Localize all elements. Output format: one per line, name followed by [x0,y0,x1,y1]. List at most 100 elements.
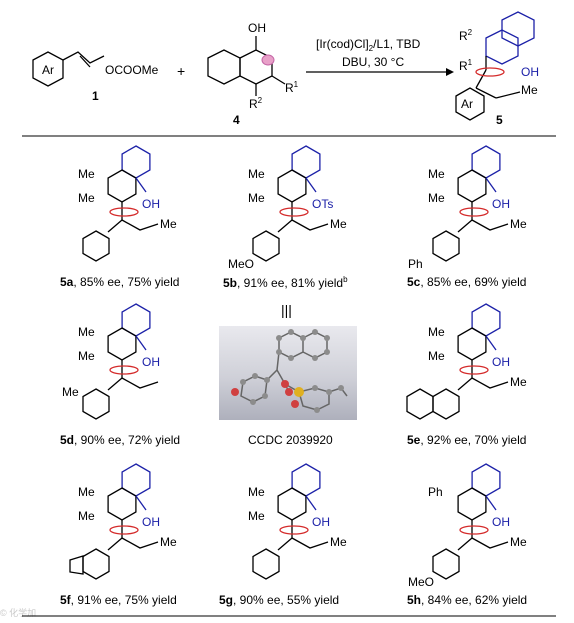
reagent-4-r2: R2 [249,96,263,111]
compound-label-5d: 5d, 90% ee, 72% yield [60,433,181,447]
ring [432,548,460,580]
aryl-bond [107,377,123,391]
hydroxyl-label: OH [312,515,330,529]
hydroxyl-label: OH [492,197,510,211]
vinyl-bond [471,377,509,389]
reaction-arrowhead [446,68,454,76]
vinyl-bond [471,219,509,231]
reagent-4-oh: OH [248,21,266,35]
aryl-bond [277,219,293,233]
reaction-scheme: Ar OCOOMe 1 + OH R1 R2 4 [Ir(cod)Cl]2/L1… [22,11,556,137]
ring [82,388,110,420]
vinyl-bond [121,537,159,549]
aryl-bond [457,377,473,391]
bond [305,495,317,511]
substituent-top: Me [428,325,445,339]
hydroxyl-label: OH [142,515,160,529]
axis-rotation-arrow [279,207,309,217]
bond [135,177,147,193]
product-oh: OH [521,65,539,79]
substituent-top: Me [78,167,95,181]
compound-label-5h: 5h, 84% ee, 62% yield [407,593,528,607]
compound-label-5c: 5c, 85% ee, 69% yield [407,275,527,289]
substituent-top: Me [248,167,265,181]
xray-equivalence-mark: ||| [281,302,292,318]
vinyl-methyl: Me [160,217,177,231]
aryl-bond [107,219,123,233]
xray-crystal-image [219,326,357,420]
substituent-top: Me [78,325,95,339]
reagent-1-ar: Ar [42,63,54,77]
bond [305,177,317,193]
reagent-1-group: OCOOMe [105,63,159,77]
compound-label-5g: 5g, 90% ee, 55% yield [219,593,340,607]
product-ar: Ar [461,97,473,111]
product-5-structure [485,11,535,65]
aryl-bond [457,537,473,551]
bond [135,495,147,511]
substituent-top: Me [248,485,265,499]
compound-label-5b: 5b, 91% ee, 81% yieldb [223,275,348,290]
substituent-bottom: Me [428,191,445,205]
reagent-1-structure [32,51,105,87]
vinyl-bond [121,377,159,389]
product-axis-arrow [475,67,505,77]
substituent-top: Me [428,167,445,181]
compound-label-5f: 5f, 91% ee, 75% yield [60,593,177,607]
aryl-substituent: Ph [408,257,423,271]
aryl-substituent: MeO [228,257,254,271]
hydroxyl-label: OH [492,515,510,529]
ring [252,230,280,262]
vinyl-bond [291,537,329,549]
reagent-4-r1: R1 [285,80,299,95]
compound-label-5a: 5a, 85% ee, 75% yield [60,275,180,289]
vinyl-methyl: Me [330,217,347,231]
substituent-bottom: Me [428,349,445,363]
ring [432,230,460,262]
aryl-substituent: Me [62,385,79,399]
ring [82,230,110,262]
ring [432,388,460,420]
axis-rotation-arrow [109,525,139,535]
product-r1: R1 [459,58,473,73]
reaction-site-highlight [261,54,275,66]
substituent-top: Ph [428,485,443,499]
vinyl-bond [471,537,509,549]
axis-rotation-arrow [459,365,489,375]
bond [485,495,497,511]
ring [252,548,280,580]
ring [82,548,110,580]
ortep-drawing [231,329,348,413]
conditions-line-1: [Ir(cod)Cl]2/L1, TBD [316,37,421,53]
vinyl-methyl: Me [160,535,177,549]
plus-sign: + [177,63,185,79]
substituent-bottom: Me [78,509,95,523]
axis-rotation-arrow [459,207,489,217]
hydroxyl-label: OH [142,355,160,369]
substituent-bottom: Me [248,509,265,523]
bond [485,335,497,351]
vinyl-bond [121,219,159,231]
hydroxyl-label: OTs [312,197,333,211]
product-me: Me [521,83,538,97]
conditions-line-2: DBU, 30 °C [342,55,404,69]
product-label: 5 [496,113,503,127]
bottom-divider [22,615,556,617]
aryl-substituent: MeO [408,575,434,589]
bond [485,177,497,193]
aryl-bond [457,219,473,233]
axis-rotation-arrow [459,525,489,535]
vinyl-methyl: Me [330,535,347,549]
reagent-4-structure [207,36,286,96]
substituent-bottom: Me [78,191,95,205]
dioxole-ring [69,555,84,575]
hydroxyl-label: OH [142,197,160,211]
hydroxyl-label: OH [492,355,510,369]
